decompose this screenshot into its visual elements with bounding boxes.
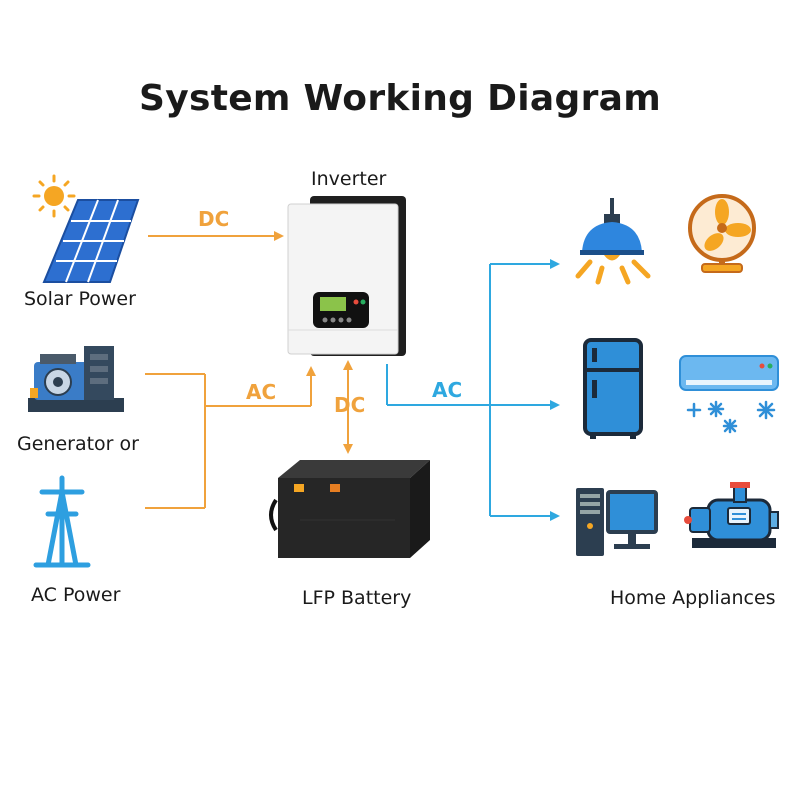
power-pylon-icon bbox=[33, 475, 91, 568]
battery-icon bbox=[269, 460, 430, 558]
grid-ac-lines bbox=[145, 366, 316, 509]
generator-label: Generator or bbox=[17, 433, 139, 455]
output-ac-lines bbox=[386, 259, 560, 521]
refrigerator-icon bbox=[583, 338, 643, 439]
solar-panel-icon bbox=[42, 199, 140, 283]
generator-icon bbox=[28, 346, 124, 412]
grid-ac-flow-label: AC bbox=[246, 380, 277, 404]
fan-icon bbox=[688, 194, 756, 273]
inverter-icon bbox=[287, 196, 406, 356]
air-conditioner-icon bbox=[679, 355, 779, 434]
page-title: System Working Diagram bbox=[138, 78, 662, 119]
output-ac-flow-label: AC bbox=[432, 378, 463, 402]
inverter-label: Inverter bbox=[311, 168, 387, 190]
battery-dc-flow-label: DC bbox=[334, 393, 366, 417]
computer-icon bbox=[576, 488, 658, 556]
ceiling-lamp-icon bbox=[575, 198, 651, 285]
solar-dc-flow-label: DC bbox=[198, 207, 230, 231]
solar-power-label: Solar Power bbox=[24, 288, 136, 310]
lfp-battery-label: LFP Battery bbox=[302, 587, 412, 609]
home-appliances-label: Home Appliances bbox=[610, 587, 776, 609]
sun-icon bbox=[32, 174, 76, 218]
water-pump-icon bbox=[684, 482, 779, 548]
ac-power-label: AC Power bbox=[31, 584, 121, 606]
